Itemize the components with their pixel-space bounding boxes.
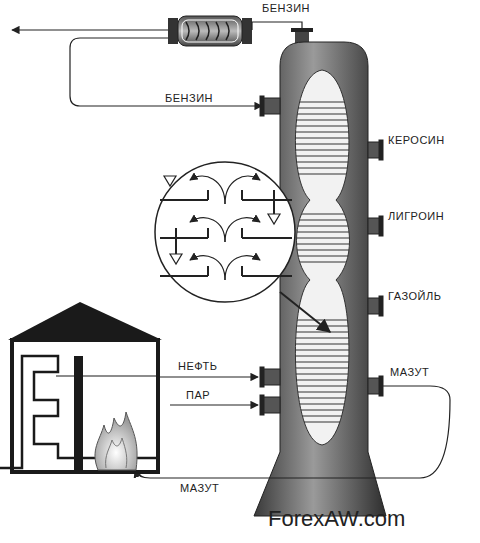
- furnace: [0, 302, 162, 472]
- stream-label: МАЗУТ: [390, 366, 429, 378]
- stream-label: МАЗУТ: [180, 482, 219, 494]
- pipe: [135, 377, 450, 478]
- watermark: ForexAW.com: [268, 506, 405, 532]
- pipe: [12, 22, 302, 106]
- condenser: [168, 16, 252, 46]
- stream-label: БЕНЗИН: [262, 2, 310, 14]
- stream-label: БЕНЗИН: [165, 92, 213, 104]
- tray-detail: [155, 162, 330, 332]
- stream-label: ПАР: [186, 389, 210, 401]
- stream-label: НЕФТЬ: [178, 360, 217, 372]
- stream-label: ГАЗОЙЛЬ: [388, 290, 441, 302]
- stream-label: ЛИГРОИН: [388, 210, 444, 222]
- stream-label: КЕРОСИН: [388, 134, 445, 146]
